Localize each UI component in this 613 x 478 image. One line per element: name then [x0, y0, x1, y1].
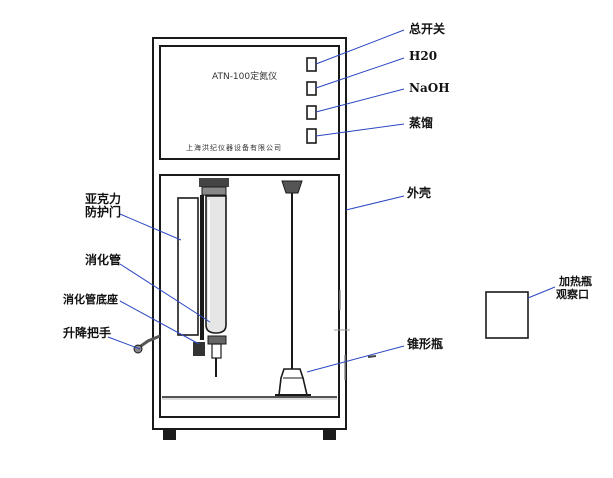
company-label: 上海洪纪仪器设备有限公司 — [186, 144, 282, 152]
label-lift-handle: 升降把手 — [63, 326, 112, 340]
label-h2o: H20 — [409, 49, 438, 63]
model-label: ATN-100定氮仪 — [212, 72, 278, 82]
label-main-switch: 总开关 — [409, 22, 446, 36]
lift-handle — [137, 334, 161, 350]
digestion-tube — [205, 195, 227, 334]
label-shell: 外壳 — [407, 186, 432, 200]
heating-observation-window — [485, 291, 529, 339]
label-acrylic-door-1: 亚克力 — [85, 192, 122, 206]
label-heating-window-2: 观察口 — [556, 288, 589, 301]
label-distill: 蒸馏 — [409, 116, 434, 130]
label-naoh: NaOH — [409, 81, 450, 95]
label-heating-window-1: 加热瓶 — [559, 275, 592, 288]
label-acrylic-door-2: 防护门 — [85, 205, 122, 219]
naoh-switch — [306, 105, 317, 120]
tube-base — [193, 342, 205, 356]
left-foot — [163, 429, 176, 440]
tube-head — [199, 178, 229, 187]
acrylic-door — [177, 197, 199, 336]
label-digestion-tube: 消化管 — [85, 253, 122, 267]
right-foot — [323, 429, 336, 440]
h2o-switch — [306, 81, 317, 96]
leader-lines — [107, 29, 556, 373]
label-digestion-tube-base: 消化管底座 — [63, 293, 118, 306]
distill-switch — [306, 128, 317, 144]
main-switch — [306, 57, 317, 72]
label-conical-flask: 锥形瓶 — [407, 337, 444, 351]
